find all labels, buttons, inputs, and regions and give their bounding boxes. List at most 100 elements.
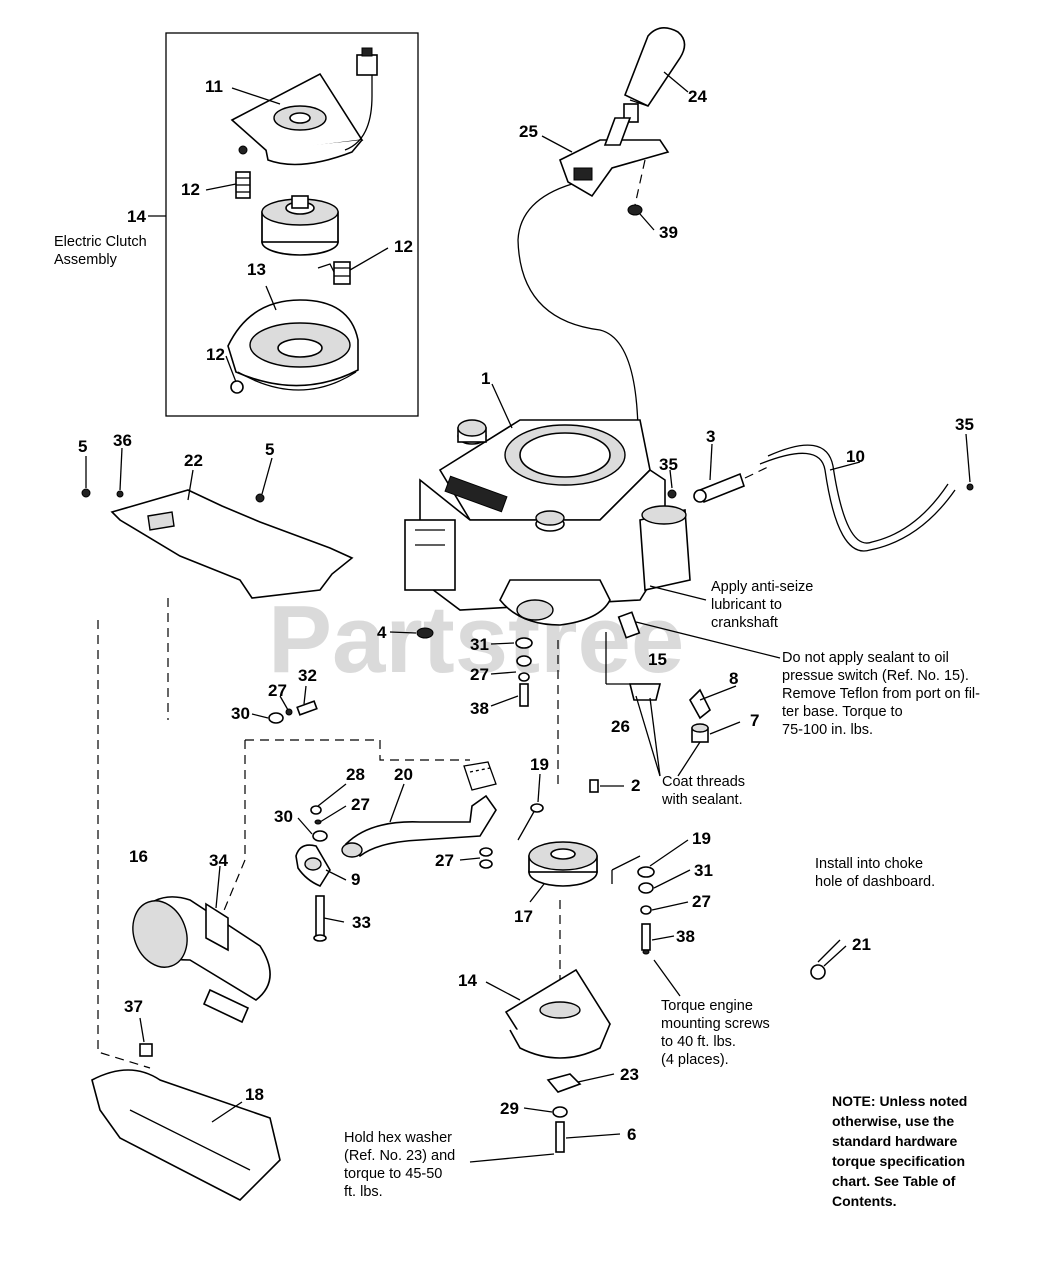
svg-text:75-100 in. lbs.: 75-100 in. lbs. (782, 722, 873, 738)
part-12-spring-top (235, 171, 251, 199)
svg-text:ter base. Torque to: ter base. Torque to (782, 704, 903, 720)
clutch-inset (165, 32, 419, 417)
part-21-clip (810, 964, 826, 980)
note-anti-seize: Apply anti-seize lubricant to crankshaft (711, 579, 813, 631)
svg-text:otherwise, use the: otherwise, use the (832, 1113, 954, 1129)
svg-text:Hold hex washer: Hold hex washer (344, 1130, 452, 1146)
callout-2: 2 (631, 776, 640, 795)
part-12-screw-bottom (230, 380, 244, 394)
inset-frame (165, 32, 419, 417)
bolt-set-30-27-32 (268, 700, 318, 724)
callout-30: 30 (274, 807, 293, 826)
engine-hardware-left (416, 627, 533, 707)
part-22-shield (110, 489, 354, 599)
callout-24: 24 (688, 87, 707, 106)
part-15-oil-switch (617, 611, 641, 639)
part-25-bracket (559, 117, 670, 198)
callout-27: 27 (268, 681, 287, 700)
callout-11: 11 (205, 77, 223, 96)
svg-text:chart. See Table of: chart. See Table of (832, 1173, 956, 1189)
callout-27: 27 (351, 795, 370, 814)
callout-21: 21 (852, 935, 871, 954)
callout-35: 35 (659, 455, 678, 474)
part-24-knob (623, 27, 686, 123)
svg-text:ft. lbs.: ft. lbs. (344, 1184, 383, 1200)
callout-14: 14 (127, 207, 146, 226)
part-39-nut (627, 159, 646, 216)
part-9-clamp (295, 844, 331, 888)
callout-36: 36 (113, 431, 132, 450)
svg-text:crankshaft: crankshaft (711, 615, 778, 631)
callout-20: 20 (394, 765, 413, 784)
part-19-wire-left (517, 803, 544, 841)
callout-7: 7 (750, 711, 759, 730)
note-oil-switch: Do not apply sealant to oil pressue swit… (782, 650, 980, 738)
callout-23: 23 (620, 1065, 639, 1084)
part-37-clip (139, 1043, 153, 1057)
engine-hardware-right (611, 855, 655, 955)
hex-washer-hardware (546, 1073, 582, 1153)
callout-27: 27 (692, 892, 711, 911)
part-14-clutch-assembled (504, 968, 612, 1059)
part-16-muffler (132, 896, 271, 1024)
svg-text:Contents.: Contents. (832, 1193, 897, 1209)
callout-31: 31 (694, 861, 713, 880)
callout-4: 4 (377, 623, 387, 642)
part-10-line (759, 452, 956, 552)
callout-13: 13 (247, 260, 266, 279)
svg-text:Install into choke: Install into choke (815, 856, 923, 872)
choke-cable (517, 183, 639, 451)
callout-35: 35 (955, 415, 974, 434)
leader-lines (85, 71, 971, 1163)
note-general: NOTE: Unless noted otherwise, use the st… (832, 1093, 967, 1209)
note-choke: Install into choke hole of dashboard. (815, 856, 935, 890)
svg-text:Torque engine: Torque engine (661, 998, 753, 1014)
callout-16: 16 (129, 847, 148, 866)
svg-text:(Ref. No. 23) and: (Ref. No. 23) and (344, 1148, 455, 1164)
note-torque-engine: Torque engine mounting screws to 40 ft. … (661, 998, 770, 1068)
svg-text:torque to 45-50: torque to 45-50 (344, 1166, 442, 1182)
part-5-screws (81, 488, 265, 503)
callout-3: 3 (706, 427, 715, 446)
callout-26: 26 (611, 717, 630, 736)
callout-22: 22 (184, 451, 203, 470)
svg-text:standard hardware: standard hardware (832, 1133, 957, 1149)
note-clutch-assembly: Electric Clutch Assembly (54, 234, 147, 268)
svg-text:mounting screws: mounting screws (661, 1016, 770, 1032)
part-2-key (589, 779, 599, 793)
part-7-cap (691, 723, 709, 743)
svg-text:(4 places).: (4 places). (661, 1052, 729, 1068)
part-20-exhaust-pipe (341, 761, 497, 858)
callout-8: 8 (729, 669, 738, 688)
callout-31: 31 (470, 635, 489, 654)
callout-18: 18 (245, 1085, 264, 1104)
callout-5: 5 (265, 440, 274, 459)
callout-32: 32 (298, 666, 317, 685)
callout-14: 14 (458, 971, 477, 990)
callout-29: 29 (500, 1099, 519, 1118)
part-35-clamp-right (966, 483, 974, 491)
callout-12: 12 (181, 180, 200, 199)
callout-10: 10 (846, 447, 865, 466)
part-17-pulley (528, 841, 598, 887)
callout-27: 27 (470, 665, 489, 684)
note-coat-threads: Coat threads with sealant. (661, 774, 745, 808)
part-13-rotor (261, 195, 339, 256)
svg-text:with sealant.: with sealant. (661, 792, 743, 808)
callout-5: 5 (78, 437, 87, 456)
callout-33: 33 (352, 913, 371, 932)
callout-30: 30 (231, 704, 250, 723)
callout-19: 19 (530, 755, 549, 774)
part-3-fitting (693, 472, 745, 504)
svg-text:Remove Teflon from port on fil: Remove Teflon from port on fil- (782, 686, 980, 702)
callout-12: 12 (394, 237, 413, 256)
part-armature-plate (227, 299, 359, 391)
svg-text:torque specification: torque specification (832, 1153, 965, 1169)
callout-28: 28 (346, 765, 365, 784)
callout-39: 39 (659, 223, 678, 242)
callout-labels: 11 12 14 12 13 12 24 25 39 1 3 35 10 35 … (78, 77, 974, 1144)
callout-27: 27 (435, 851, 454, 870)
part-27-nuts (479, 847, 493, 869)
callout-12: 12 (206, 345, 225, 364)
part-8-elbow (689, 688, 712, 720)
